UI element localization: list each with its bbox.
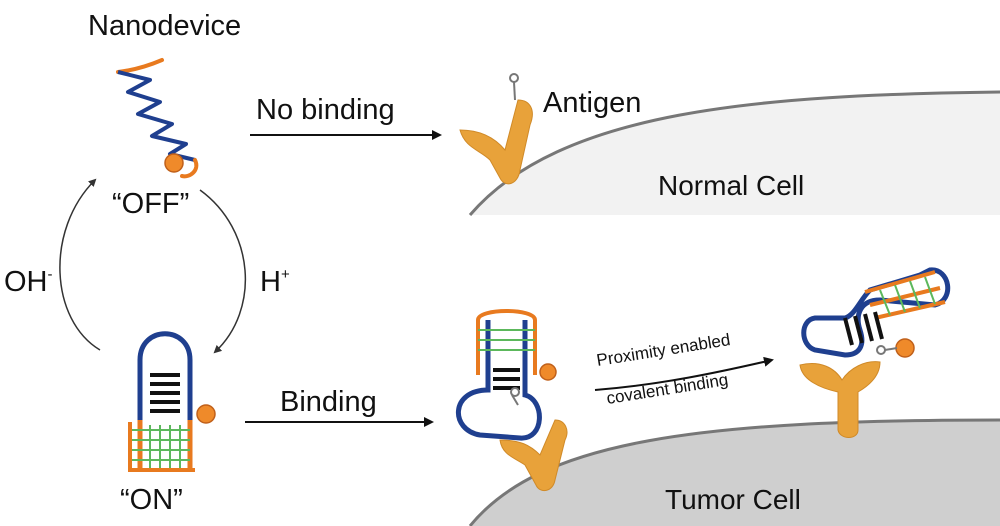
tumor-cell-membrane xyxy=(468,418,1000,526)
cycle-arrow-oh xyxy=(59,178,101,351)
normal-cell-label: Normal Cell xyxy=(658,170,805,201)
on-nanodevice-hairpin xyxy=(128,331,216,472)
cycle-arrow-h xyxy=(199,189,247,354)
h-label: H+ xyxy=(260,266,290,298)
arrow-proximity xyxy=(594,356,774,391)
off-nanodevice-coil xyxy=(116,58,199,179)
on-state-label: “ON” xyxy=(120,484,183,516)
h-text: H xyxy=(260,266,281,298)
oh-superscript: - xyxy=(47,266,53,283)
antigen-tumor-right xyxy=(799,361,881,438)
antigen-label: Antigen xyxy=(543,87,642,119)
bound-nanodevice-right xyxy=(801,267,951,358)
bound-nanodevice-left xyxy=(455,309,557,441)
antigen-normal xyxy=(459,73,533,185)
nanodevice-title: Nanodevice xyxy=(88,10,242,42)
oh-label: OH- xyxy=(4,266,53,298)
tumor-cell-label: Tumor Cell xyxy=(665,484,801,515)
off-state-label: “OFF” xyxy=(112,188,190,220)
h-superscript: + xyxy=(280,266,290,283)
oh-text: OH xyxy=(4,266,48,298)
normal-cell xyxy=(470,92,1000,215)
no-binding-label: No binding xyxy=(256,94,395,126)
tumor-cell xyxy=(470,420,1000,526)
binding-label: Binding xyxy=(280,386,377,418)
antigen-tumor-left xyxy=(499,419,568,492)
